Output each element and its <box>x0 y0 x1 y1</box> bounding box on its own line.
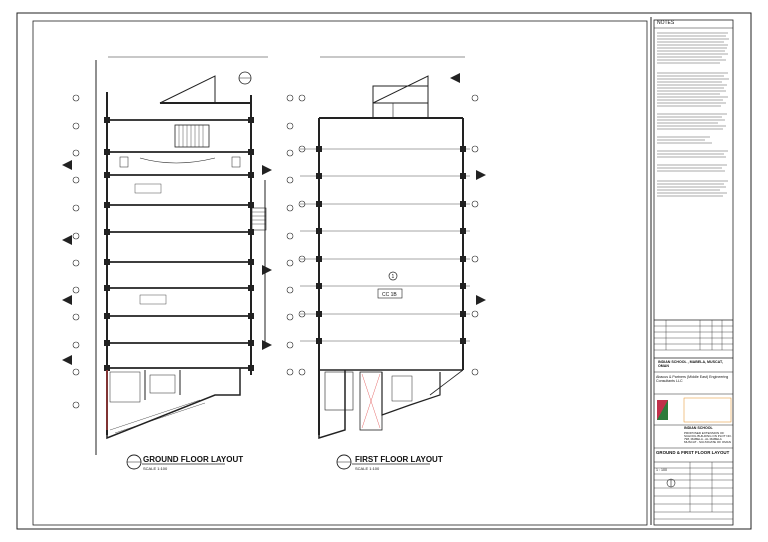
scale-value: 1 : 100 <box>656 468 667 472</box>
first-floor-scale: SCALE 1:100 <box>355 466 380 471</box>
project-owner: INDIAN SCHOOL , MABELA, MUSCAT, OMAN <box>658 360 723 368</box>
project-title: PROPOSED EXTENSION OF SCHOOL BUILDING ON… <box>684 431 732 445</box>
client-name: INDIAN SCHOOL <box>684 426 713 430</box>
ground-floor-title: GROUND FLOOR LAYOUT <box>143 455 243 464</box>
hall-label-box <box>377 288 403 299</box>
first-floor-plan <box>298 56 486 470</box>
ground-floor-plan <box>62 56 294 470</box>
notes-heading: NOTES <box>657 20 675 26</box>
consultant-name: Abacus & Partners (Middle East) Engineer… <box>656 375 729 383</box>
hall-tag-bubble <box>388 271 398 281</box>
stamp <box>683 397 732 423</box>
first-floor-title: FIRST FLOOR LAYOUT <box>355 455 443 464</box>
title-block <box>653 19 734 526</box>
sheet-border-outer <box>16 12 752 530</box>
hall-label-text: CC 1B <box>382 292 397 298</box>
ground-floor-scale: SCALE 1:100 <box>143 466 168 471</box>
sheet-title: GROUND & FIRST FLOOR LAYOUT <box>656 450 730 455</box>
hall-tag-text: 1 <box>392 274 395 280</box>
drawing-frame <box>32 20 648 526</box>
